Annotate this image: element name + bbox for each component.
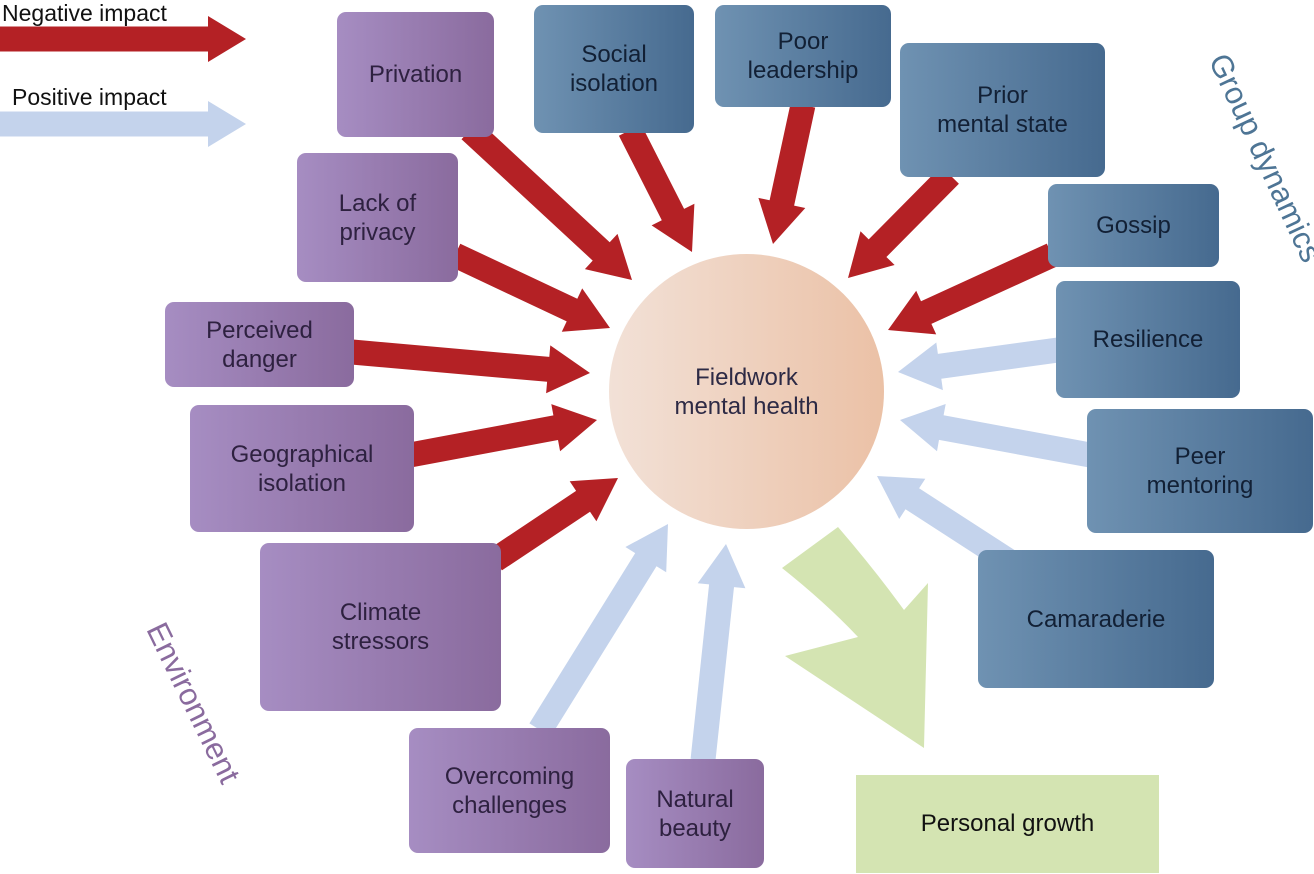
factor-gossip: Gossip — [1048, 184, 1219, 267]
legend-negative-arrow — [0, 16, 246, 62]
arrow-gossip — [888, 243, 1058, 335]
arrow-perceived-danger — [350, 339, 590, 394]
factor-poor-leadership: Poor leadership — [715, 5, 891, 107]
factor-social-isolation: Social isolation — [534, 5, 694, 133]
arrow-lack-of-privacy — [449, 243, 610, 332]
factor-geographical-isolation: Geographical isolation — [190, 405, 414, 532]
factor-peer-mentoring: Peer mentoring — [1087, 409, 1313, 533]
arrow-overcoming-challenges — [529, 524, 668, 737]
factor-lack-of-privacy: Lack of privacy — [297, 153, 458, 282]
legend-positive-label: Positive impact — [12, 84, 167, 110]
center-node: Fieldwork mental health — [609, 254, 884, 529]
factor-climate-stressors: Climate stressors — [260, 543, 501, 711]
arrow-poor-leadership — [758, 102, 816, 245]
arrow-climate-stressors — [488, 478, 618, 571]
arrow-geographical-isolation — [407, 404, 597, 468]
arrow-personal-growth — [782, 527, 928, 748]
arrow-camaraderie — [877, 476, 1017, 573]
arrow-natural-beauty — [690, 544, 746, 762]
factor-overcoming-challenges: Overcoming challenges — [409, 728, 610, 853]
personal-growth-box: Personal growth — [856, 775, 1159, 873]
factor-perceived-danger: Perceived danger — [165, 302, 354, 387]
factor-privation: Privation — [337, 12, 494, 137]
legend-negative-label: Negative impact — [2, 0, 167, 26]
factor-resilience: Resilience — [1056, 281, 1240, 398]
factor-prior-mental-state: Prior mental state — [900, 43, 1105, 177]
legend-positive-arrow — [0, 101, 246, 147]
factor-camaraderie: Camaraderie — [978, 550, 1214, 688]
arrow-peer-mentoring — [900, 404, 1093, 468]
arrow-social-isolation — [618, 124, 695, 252]
factor-natural-beauty: Natural beauty — [626, 759, 764, 868]
arrow-resilience — [898, 337, 1060, 391]
arrow-prior-mental-state — [848, 166, 959, 278]
arrow-privation — [461, 120, 632, 280]
